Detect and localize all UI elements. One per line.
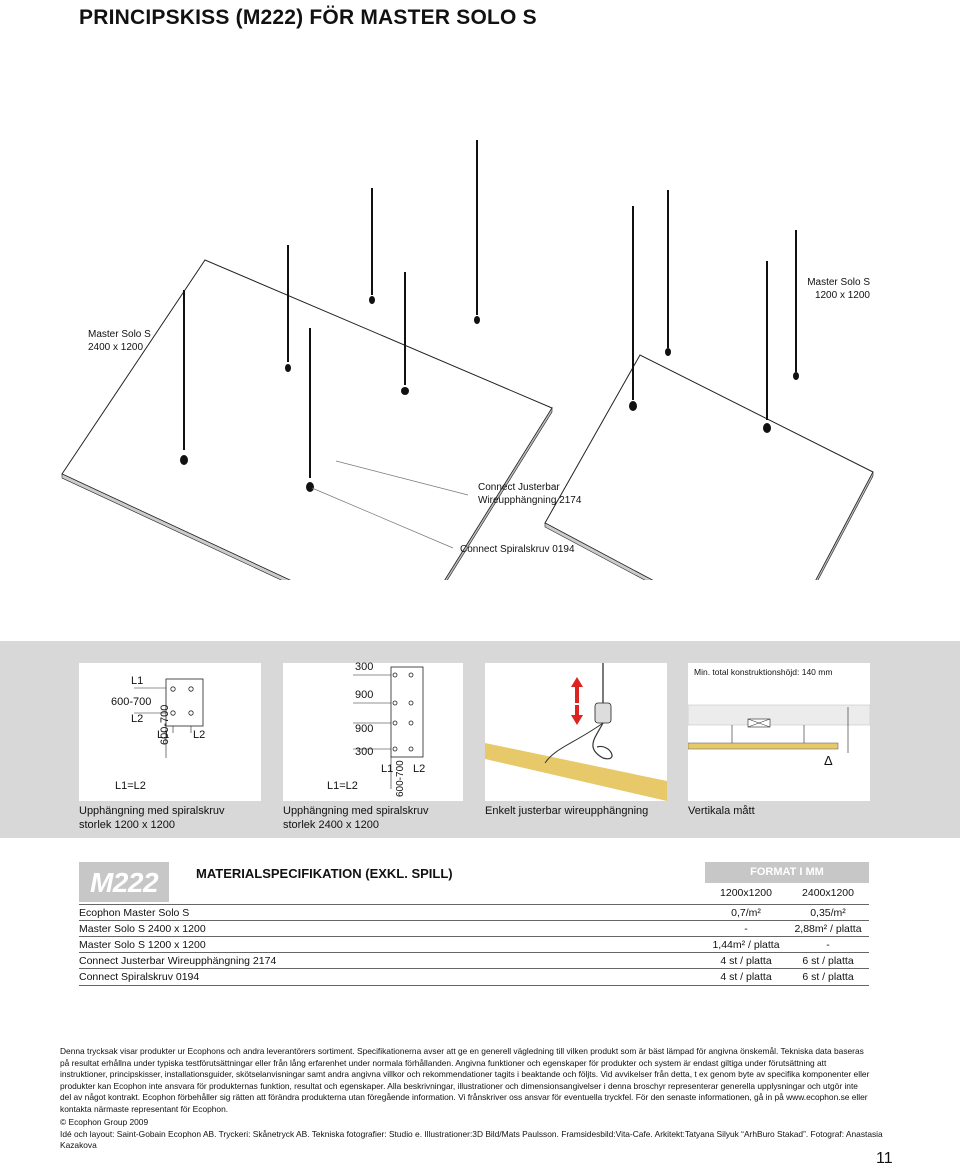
page-number: 11 bbox=[876, 1150, 893, 1167]
p2-dim-1: 300 bbox=[355, 661, 374, 673]
p2-dim-3: 900 bbox=[355, 723, 374, 735]
large-panel-name: Master Solo S bbox=[88, 329, 151, 340]
table-row: Ecophon Master Solo S 0,7/m² 0,35/m² bbox=[79, 904, 869, 921]
copyright: © Ecophon Group 2009 bbox=[60, 1117, 149, 1127]
small-panel-name: Master Solo S bbox=[807, 277, 870, 288]
format-header: FORMAT I MM bbox=[705, 862, 869, 883]
p1-caption-line2: storlek 1200 x 1200 bbox=[79, 819, 176, 831]
detail-panel-2400: 300 900 900 300 L1 L2 600-700 L1=L2 bbox=[283, 661, 463, 801]
isometric-illustration bbox=[61, 140, 874, 580]
p2-equation: L1=L2 bbox=[327, 780, 358, 792]
row-val-1200: 4 st / platta bbox=[720, 971, 772, 983]
small-panel-label: Master Solo S 1200 x 1200 bbox=[770, 276, 870, 302]
disclaimer-text: Denna trycksak visar produkter ur Ecopho… bbox=[60, 1046, 870, 1114]
row-label: Master Solo S 2400 x 1200 bbox=[79, 923, 206, 935]
p2-dim-2: 900 bbox=[355, 689, 374, 701]
table-row: Connect Justerbar Wireupphängning 2174 4… bbox=[79, 952, 869, 969]
p2-dim-4: 300 bbox=[355, 746, 374, 758]
wire-label-line2: Wireupphängning 2174 bbox=[478, 495, 582, 506]
table-row: Master Solo S 1200 x 1200 1,44m² / platt… bbox=[79, 936, 869, 953]
row-val-2400: 6 st / platta bbox=[802, 955, 854, 967]
delta-symbol: Δ bbox=[824, 753, 833, 768]
page-title: PRINCIPSKISS (M222) FÖR MASTER SOLO S bbox=[79, 6, 537, 29]
row-val-1200: 4 st / platta bbox=[720, 955, 772, 967]
credits-line: Idé och layout: Saint-Gobain Ecophon AB.… bbox=[60, 1128, 883, 1151]
p1-bottom-l2: L2 bbox=[193, 729, 206, 741]
row-label: Master Solo S 1200 x 1200 bbox=[79, 939, 206, 951]
row-val-2400: - bbox=[826, 939, 830, 951]
p1-bottom-l1: L1 bbox=[157, 729, 170, 741]
p1-l2: L2 bbox=[131, 713, 144, 725]
p2-bottom-l1: L1 bbox=[381, 763, 394, 775]
small-panel-size: 1200 x 1200 bbox=[814, 290, 870, 301]
row-val-1200: 0,7/m² bbox=[731, 907, 761, 919]
p2-caption: Upphängning med spiralskruv storlek 2400… bbox=[283, 804, 429, 832]
row-label: Ecophon Master Solo S bbox=[79, 907, 190, 919]
wire-label: Connect Justerbar Wireupphängning 2174 bbox=[478, 481, 581, 507]
p2-bottom-l2: L2 bbox=[413, 763, 426, 775]
p2-vertical-range: 600-700 bbox=[395, 760, 406, 797]
p1-caption-line1: Upphängning med spiralskruv bbox=[79, 805, 225, 817]
large-panel-size: 2400 x 1200 bbox=[88, 342, 144, 353]
p2-caption-line2: storlek 2400 x 1200 bbox=[283, 819, 380, 831]
m222-badge: M222 bbox=[89, 867, 159, 898]
credits: © Ecophon Group 2009 Idé och layout: Sai… bbox=[60, 1117, 890, 1152]
table-row: Master Solo S 2400 x 1200 - 2,88m² / pla… bbox=[79, 920, 869, 937]
p1-equation: L1=L2 bbox=[115, 780, 146, 792]
detail-panel-1200: L1 600-700 L2 L1 L2 600-700 L1=L2 bbox=[79, 663, 261, 801]
p1-range: 600-700 bbox=[111, 696, 152, 708]
p4-min-height: Min. total konstruktionshöjd: 140 mm bbox=[694, 667, 833, 677]
table-row: Connect Spiralskruv 0194 4 st / platta 6… bbox=[79, 968, 869, 986]
p1-caption: Upphängning med spiralskruv storlek 1200… bbox=[79, 804, 225, 832]
p2-caption-line1: Upphängning med spiralskruv bbox=[283, 805, 429, 817]
col-2400: 2400x1200 bbox=[802, 887, 854, 899]
row-val-2400: 0,35/m² bbox=[810, 907, 846, 919]
p1-vertical-range: 600-700 bbox=[159, 704, 171, 745]
detail-panel-wire bbox=[485, 663, 667, 801]
detail-panel-vertical: Min. total konstruktionshöjd: 140 mm Δ bbox=[688, 663, 870, 801]
col-1200: 1200x1200 bbox=[720, 887, 772, 899]
row-val-1200: 1,44m² / platta bbox=[712, 939, 780, 951]
row-val-2400: 2,88m² / platta bbox=[794, 923, 862, 935]
wire-label-line1: Connect Justerbar bbox=[478, 482, 560, 493]
row-label: Connect Justerbar Wireupphängning 2174 bbox=[79, 955, 277, 967]
row-val-2400: 6 st / platta bbox=[802, 971, 854, 983]
large-panel-label: Master Solo S 2400 x 1200 bbox=[88, 328, 151, 354]
p4-caption: Vertikala mått bbox=[688, 805, 755, 817]
screw-label: Connect Spiralskruv 0194 bbox=[460, 544, 575, 555]
p3-caption: Enkelt justerbar wireupphängning bbox=[485, 805, 649, 817]
spec-heading: MATERIALSPECIFIKATION (EXKL. SPILL) bbox=[196, 866, 453, 881]
row-val-1200: - bbox=[744, 923, 748, 935]
p1-l1: L1 bbox=[131, 675, 144, 687]
m222-badge-bg bbox=[79, 862, 169, 902]
row-label: Connect Spiralskruv 0194 bbox=[79, 971, 200, 983]
